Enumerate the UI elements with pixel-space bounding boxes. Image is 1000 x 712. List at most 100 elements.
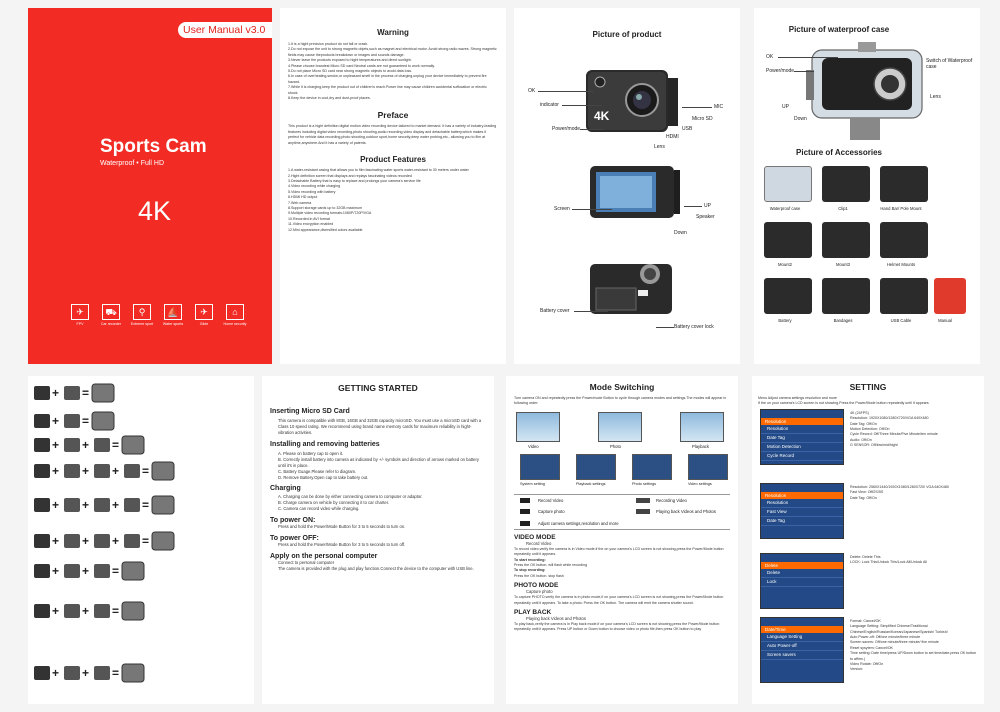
label-speaker: Speaker (696, 214, 715, 220)
plus-icon: + (52, 438, 59, 452)
label-power: Power/mode (552, 126, 581, 132)
setting-menu-item: Date Tag (761, 517, 843, 526)
battery-title: Installing and removing batteries (270, 441, 380, 448)
assembly-row: ++= (34, 561, 145, 581)
camera-front-illustration: 4K (586, 70, 678, 132)
cover-icon-label: Extreme sport (130, 322, 154, 326)
setting-menu-item: Resolution (761, 499, 843, 508)
assembly-part-icon (34, 414, 50, 428)
battery-list: A. Please on battery cap to open it.B. C… (278, 451, 486, 481)
computer-step: Connect to personal computer (278, 560, 335, 565)
assembly-part-icon (34, 386, 50, 400)
accessory-label: Manual (938, 318, 952, 323)
setting-option: Fast View: Off/2S/5S (850, 490, 884, 495)
bike-icon: ⚲ (133, 304, 151, 320)
cover-icon-label: Glide (199, 322, 209, 326)
feature-item: 6.HDMI HD output (288, 195, 318, 200)
assembly-part-icon (34, 666, 50, 680)
feature-item: 1.A water-resistant casing that allows y… (288, 168, 469, 173)
mount-icon (764, 222, 812, 258)
warning-item: 7.While it is charging,keep the product … (288, 85, 487, 95)
case-label-down: Down (794, 116, 807, 122)
setting-option: Screen savers: Off/one minute/three minu… (850, 640, 939, 645)
waterproof-case-illustration (806, 42, 923, 140)
equals-icon: = (82, 386, 89, 400)
video-mode-title: VIDEO MODE (514, 533, 556, 541)
mode-switching-title: Mode Switching (589, 382, 655, 392)
setting-menu-description: Resolution: 2560X1440/1920X1080/1280X720… (850, 485, 978, 501)
setting-option: G SENSOR: Off/low/mid/hight (850, 443, 898, 448)
plus-icon: + (82, 498, 89, 512)
legend-right: Playing back Videos and Photos (656, 508, 716, 514)
setting-menu-item: Screen savers (761, 651, 843, 660)
start-rec-text: Press the OK button. will flash while re… (514, 563, 588, 568)
assembly-part-icon (64, 534, 80, 548)
usb-cable-icon (880, 278, 928, 314)
product-title: Picture of product (592, 30, 662, 39)
assembly-part-icon (34, 534, 50, 548)
label-lens: Lens (654, 144, 665, 150)
equals-icon: = (112, 604, 119, 618)
warning-item: 8.Keep the device in cool,dry and dust-p… (288, 96, 371, 101)
warning-list: 1.It is a hight precision product do not… (288, 42, 498, 101)
setting-menu-item: Cycle Record (761, 452, 843, 461)
assembly-part-icon (94, 464, 110, 478)
power-off-title: To power OFF: (270, 535, 319, 542)
video-mode-sub: Record Video (526, 540, 552, 546)
stop-rec-title: To stop recording: (514, 568, 546, 573)
battery-step: C. Battery Guage.Please refer to diagram… (278, 469, 357, 474)
product-panel: Picture of product 4K OK (514, 8, 740, 364)
setting-option: LOCK: Lock This/Unlock This/Lock All/Unl… (850, 560, 927, 565)
plane-icon: ✈ (195, 304, 213, 320)
feature-item: 11.Video encryption enabled (288, 222, 334, 227)
assembly-part-icon (94, 564, 110, 578)
setting-menu-item: Language Setting (761, 633, 843, 642)
getting-started-title: GETTING STARTED (338, 383, 418, 393)
playback-icon (636, 508, 650, 514)
charging-title: Charging (270, 485, 301, 492)
plus-icon: + (52, 414, 59, 428)
car-icon: ⛟ (102, 304, 120, 320)
photo-mode-text: To capture PHOTO,verify the camera is in… (514, 595, 724, 605)
cover-icon-row: ✈FPV⛟Car recorder⚲Extreme sport⛵Water sp… (68, 304, 248, 334)
adjust-settings-text: Adjust camera settings,resolution and mo… (538, 520, 619, 526)
label-ok: OK (528, 88, 536, 94)
assembly-row: += (34, 411, 115, 431)
settings-screen-thumb (576, 453, 616, 480)
plus-icon: + (82, 464, 89, 478)
feature-item: 4.Video recording while charging (288, 184, 341, 189)
setting-option: Date Tag: Off/On (850, 421, 877, 426)
plus-icon: + (52, 534, 59, 548)
warning-item: 4.Please choose brandest Micro SD card N… (288, 63, 435, 68)
setting-menu-header: Date/Time (761, 625, 843, 633)
plus-icon: + (52, 386, 59, 400)
cover-icon-item: ⛵Water sports (161, 304, 185, 326)
assembly-row: ++= (34, 435, 145, 455)
setting-menu-item: Motion Detection (761, 443, 843, 452)
setting-option: Version: (850, 667, 863, 672)
cover-icon-label: Home security (223, 322, 247, 326)
setting-option: Reset sysytem: Cancel/OK (850, 645, 893, 650)
assembly-part-icon (64, 604, 80, 618)
battery-step: A. Please on battery cap to open it. (278, 451, 344, 456)
cover-icon-item: ⌂Home security (223, 304, 247, 326)
setting-menu-item: Auto Power-off (761, 642, 843, 651)
settings-screen-label: Photo settings (632, 481, 657, 486)
label-battery-lock: Battery cover lock (674, 324, 714, 330)
assembly-part-icon (94, 438, 110, 452)
setting-option: Date Tag: Off/On (850, 495, 877, 500)
photo-mode-sub: Capture photo (526, 589, 553, 595)
label-usb: USB (682, 126, 693, 132)
case-label-ok: OK (766, 54, 774, 60)
start-rec-title: To start recording: (514, 557, 546, 562)
settings-screen-label: Playback settings (576, 481, 606, 486)
video-camera-icon (520, 497, 530, 503)
equals-icon: = (82, 414, 89, 428)
case-label-switch: Switch of Waterproof case (926, 58, 973, 70)
plus-icon: + (82, 604, 89, 618)
accessory-label: Waterproof case (769, 206, 801, 211)
